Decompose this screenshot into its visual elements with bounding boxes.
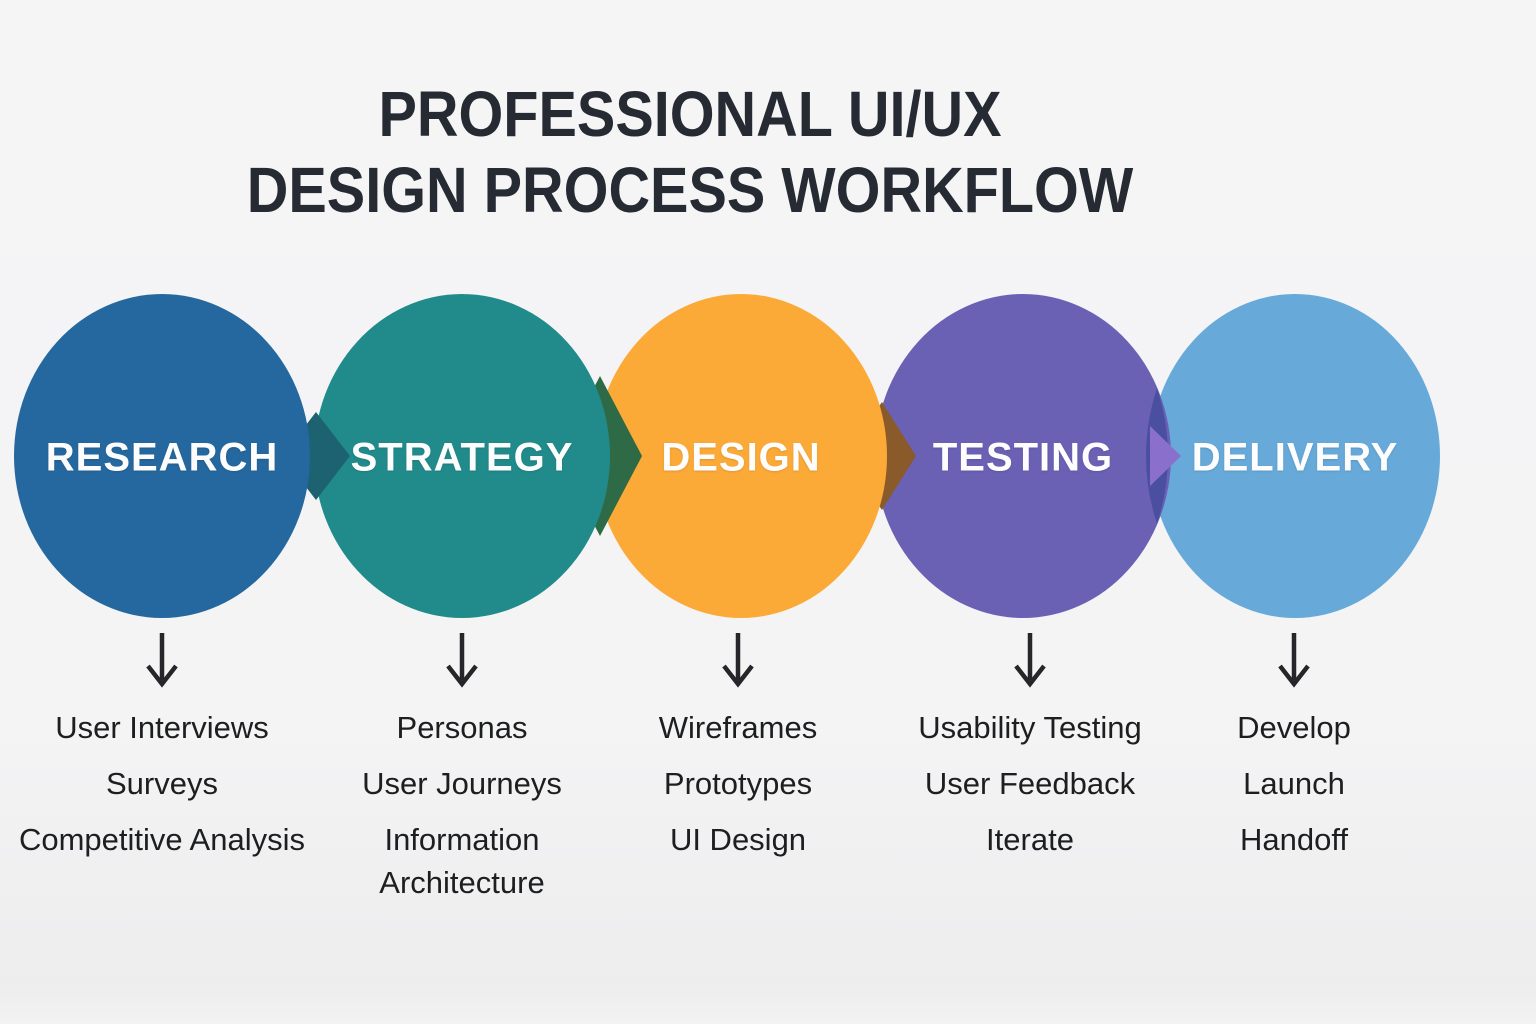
stage-circle-design	[595, 294, 887, 618]
list-item: User Journeys	[362, 766, 562, 801]
list-item: Iterate	[986, 822, 1074, 857]
chevron-right-icon-testing-delivery	[1150, 426, 1181, 486]
stage-list-strategy: Personas User Journeys Information Archi…	[317, 630, 607, 917]
list-item: Personas	[396, 710, 528, 745]
down-arrow-icon	[1014, 633, 1046, 688]
down-arrow-icon	[446, 633, 478, 688]
stage-list-testing: Usability Testing User Feedback Iterate	[885, 630, 1175, 874]
stage-list-delivery: Develop Launch Handoff	[1149, 630, 1439, 874]
list-item: User Interviews	[55, 710, 269, 745]
list-item: Develop	[1237, 710, 1351, 745]
down-arrow-icon	[146, 633, 178, 688]
page-title: PROFESSIONAL UI/UX DESIGN PROCESS WORKFL…	[69, 76, 1311, 228]
stage-circle-research	[14, 294, 310, 618]
list-item: Prototypes	[663, 766, 813, 801]
stage-circle-strategy	[314, 294, 610, 618]
list-item: UI Design	[669, 822, 807, 857]
list-item: Launch	[1243, 766, 1345, 801]
list-item: Wireframes	[658, 710, 818, 745]
list-item: User Feedback	[924, 766, 1136, 801]
page-title-line-2: DESIGN PROCESS WORKFLOW	[246, 154, 1134, 226]
stage-label-testing: TESTING	[932, 435, 1114, 480]
list-item: Surveys	[106, 766, 218, 801]
stage-circle-delivery	[1150, 294, 1440, 618]
stage-label-strategy: STRATEGY	[350, 435, 574, 480]
stage-list-research: User Interviews Surveys Competitive Anal…	[17, 630, 307, 874]
stage-circle-testing	[875, 294, 1171, 618]
page-title-line-1: PROFESSIONAL UI/UX	[378, 78, 1002, 150]
list-item: Usability Testing	[918, 710, 1142, 745]
stage-list-design: Wireframes Prototypes UI Design	[593, 630, 883, 874]
workflow-diagram	[14, 294, 1440, 618]
list-item: Competitive Analysis	[18, 822, 305, 857]
stage-label-delivery: DELIVERY	[1191, 435, 1399, 480]
list-item: Handoff	[1239, 822, 1348, 857]
stage-label-design: DESIGN	[661, 435, 821, 480]
down-arrow-icon	[1278, 633, 1310, 688]
list-item: Information Architecture	[379, 822, 545, 900]
stage-label-research: RESEARCH	[45, 435, 279, 480]
down-arrow-icon	[722, 633, 754, 688]
